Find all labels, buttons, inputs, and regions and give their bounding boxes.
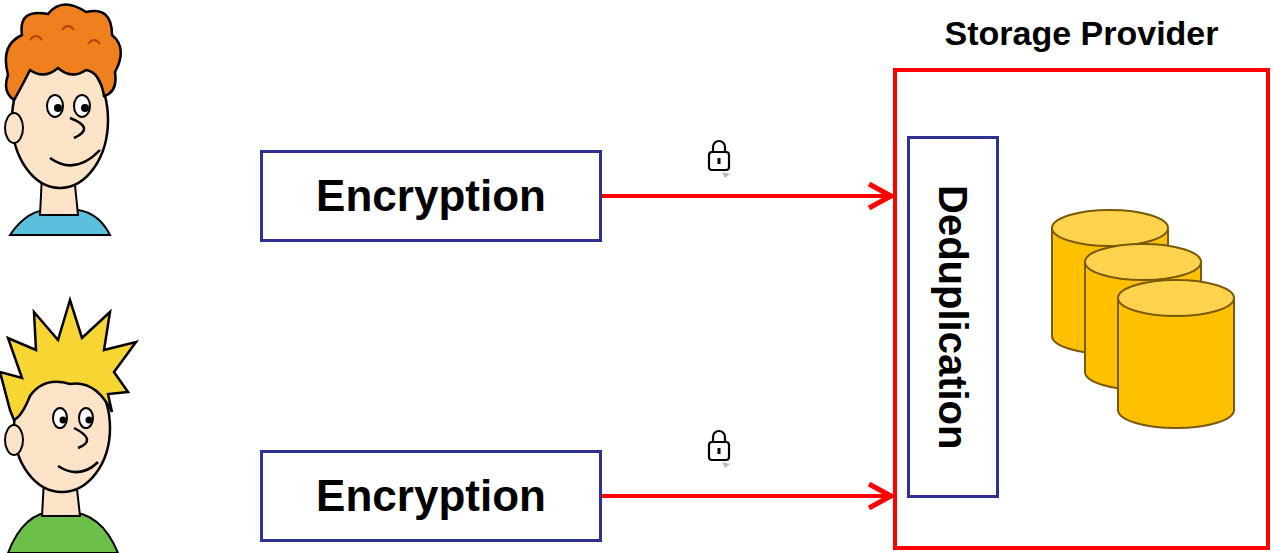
box-label: Deduplication xyxy=(933,185,973,449)
box-label: Encryption xyxy=(316,171,546,221)
process-box: Deduplication xyxy=(907,136,999,498)
storage-cylinders xyxy=(1052,210,1234,428)
user-figure xyxy=(0,300,136,553)
data-flow-arrow xyxy=(602,194,891,198)
lock-icon xyxy=(709,141,730,178)
user-figure xyxy=(5,4,121,235)
data-flow-arrow xyxy=(602,494,891,498)
box-label: Encryption xyxy=(316,471,546,521)
process-box: Encryption xyxy=(260,150,602,242)
lock-icon xyxy=(709,431,730,468)
box-heading: Storage Provider xyxy=(945,14,1219,53)
process-box: Encryption xyxy=(260,450,602,542)
provider-box: Storage ProviderDeduplication xyxy=(893,68,1270,550)
